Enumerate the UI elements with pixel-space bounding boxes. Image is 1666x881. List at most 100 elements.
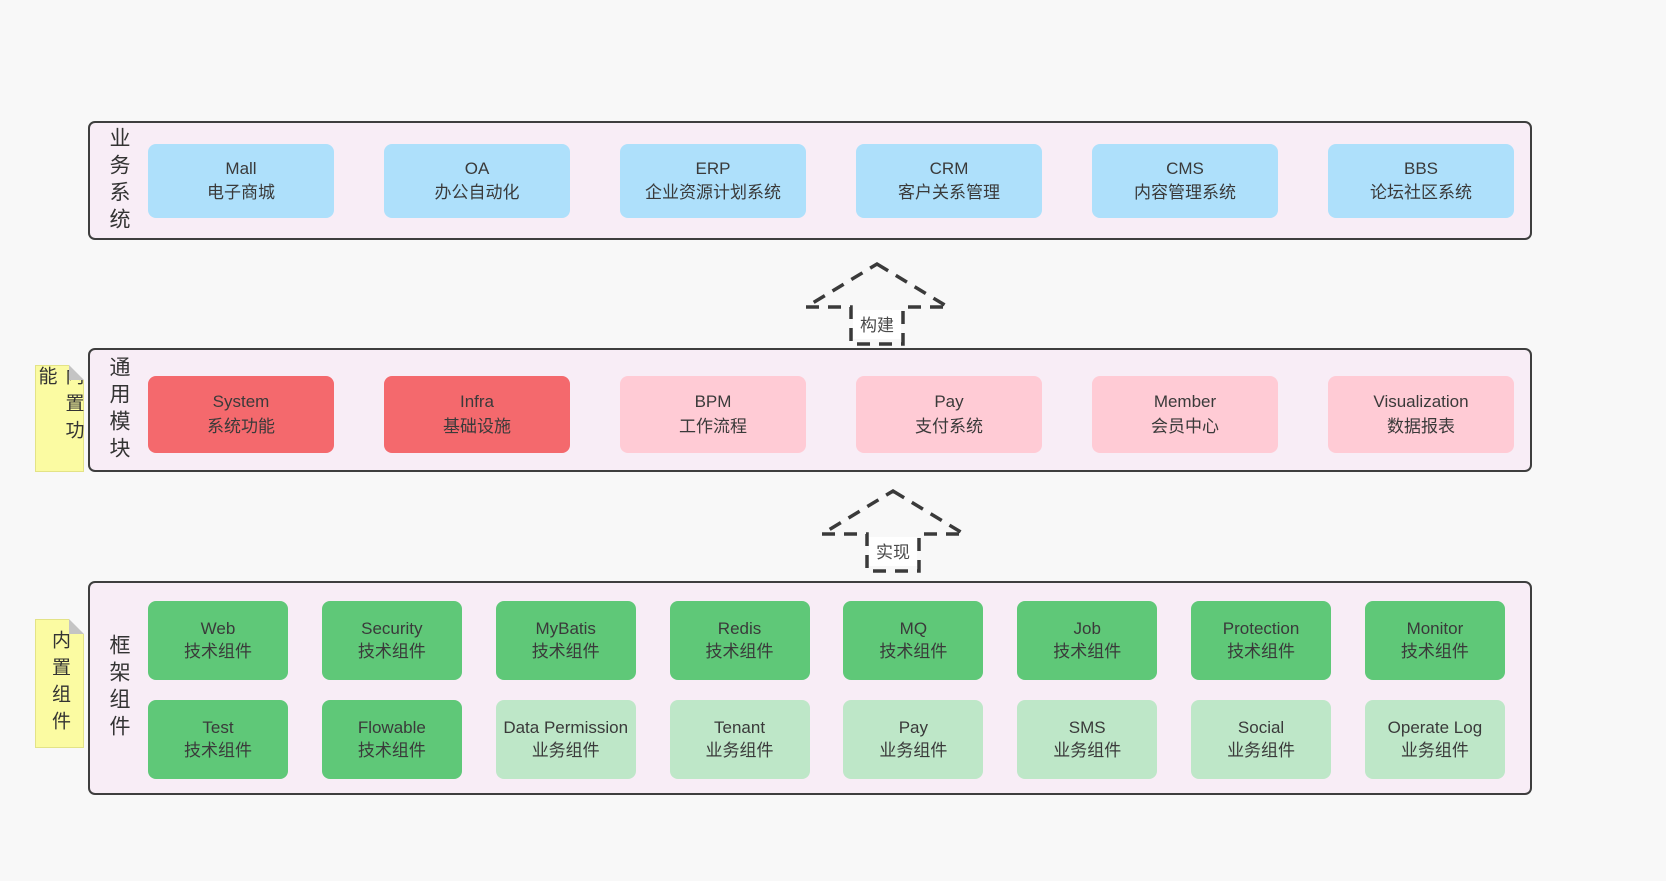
sticky-note-builtin-components: 内置组件 bbox=[35, 619, 84, 748]
node-system: System 系统功能 bbox=[148, 376, 334, 453]
node-test-desc: 技术组件 bbox=[184, 740, 252, 760]
node-redis-desc: 技术组件 bbox=[705, 641, 774, 661]
node-crm-desc: 客户关系管理 bbox=[898, 183, 1000, 202]
node-job-desc: 技术组件 bbox=[1053, 641, 1122, 661]
layer-business-label: 业务系统 bbox=[98, 123, 138, 238]
layer-business-label-text: 业务系统 bbox=[107, 126, 130, 235]
node-visualization-name: Visualization bbox=[1373, 392, 1469, 412]
node-bpm-name: BPM bbox=[694, 392, 732, 412]
node-crm-name: CRM bbox=[929, 158, 969, 178]
node-social: Social 业务组件 bbox=[1191, 700, 1332, 779]
node-flowable-name: Flowable bbox=[357, 718, 426, 738]
node-bpm: BPM 工作流程 bbox=[620, 376, 806, 453]
node-social-name: Social bbox=[1237, 718, 1285, 738]
node-bbs-desc: 论坛社区系统 bbox=[1370, 183, 1472, 202]
node-bbs: BBS 论坛社区系统 bbox=[1328, 144, 1514, 218]
implement-arrow-icon: 实现 bbox=[815, 488, 971, 573]
modules-box-row: System 系统功能 Infra 基础设施 BPM 工作流程 Pay 支付系统… bbox=[148, 376, 1514, 453]
node-system-name: System bbox=[212, 392, 270, 412]
implement-arrow-label: 实现 bbox=[876, 543, 910, 562]
node-oa-name: OA bbox=[464, 158, 490, 178]
implement-arrow-shape bbox=[815, 488, 971, 573]
node-pay-module-name: Pay bbox=[934, 392, 964, 412]
node-infra-name: Infra bbox=[459, 392, 495, 412]
node-redis: Redis 技术组件 bbox=[669, 601, 810, 680]
node-bbs-name: BBS bbox=[1403, 158, 1439, 178]
node-security-name: Security bbox=[361, 619, 423, 639]
layer-common-modules: 通用模块 System 系统功能 Infra 基础设施 BPM 工作流程 Pay… bbox=[88, 348, 1532, 472]
node-erp-desc: 企业资源计划系统 bbox=[645, 183, 781, 202]
node-oa: OA 办公自动化 bbox=[384, 144, 570, 218]
layer-modules-label: 通用模块 bbox=[98, 350, 138, 470]
node-oa-desc: 办公自动化 bbox=[434, 183, 520, 202]
node-job: Job 技术组件 bbox=[1017, 601, 1158, 680]
node-cms-desc: 内容管理系统 bbox=[1134, 183, 1236, 202]
layer-modules-label-text: 通用模块 bbox=[107, 356, 130, 464]
build-arrow-icon: 构建 bbox=[799, 261, 955, 346]
build-arrow-shape bbox=[799, 261, 955, 346]
node-crm: CRM 客户关系管理 bbox=[856, 144, 1042, 218]
node-member-name: Member bbox=[1153, 392, 1217, 412]
sticky-note-builtin-features: 内置功能 bbox=[35, 365, 84, 472]
sticky-note-builtin-components-text: 内置组件 bbox=[49, 629, 70, 738]
node-security: Security 技术组件 bbox=[321, 601, 462, 680]
build-arrow-label: 构建 bbox=[860, 316, 894, 335]
node-data-permission-name: Data Permission bbox=[503, 718, 629, 738]
node-pay-module-desc: 支付系统 bbox=[915, 416, 983, 436]
node-mq-desc: 技术组件 bbox=[879, 641, 948, 661]
node-sms-desc: 业务组件 bbox=[1053, 740, 1122, 760]
node-job-name: Job bbox=[1073, 619, 1101, 639]
build-arrow-label-bg bbox=[853, 310, 901, 339]
implement-arrow-label-bg bbox=[869, 537, 917, 566]
node-mall-name: Mall bbox=[225, 158, 257, 178]
node-infra: Infra 基础设施 bbox=[384, 376, 570, 453]
node-data-permission: Data Permission 业务组件 bbox=[495, 700, 636, 779]
node-web-desc: 技术组件 bbox=[184, 641, 252, 661]
node-tenant: Tenant 业务组件 bbox=[669, 700, 810, 779]
node-member-desc: 会员中心 bbox=[1151, 416, 1219, 436]
node-redis-name: Redis bbox=[717, 619, 762, 639]
node-pay-component-desc: 业务组件 bbox=[879, 740, 948, 760]
node-system-desc: 系统功能 bbox=[207, 416, 275, 436]
node-mybatis: MyBatis 技术组件 bbox=[495, 601, 636, 680]
node-pay-module: Pay 支付系统 bbox=[856, 376, 1042, 453]
node-monitor: Monitor 技术组件 bbox=[1364, 601, 1505, 680]
node-monitor-name: Monitor bbox=[1406, 619, 1464, 639]
node-mybatis-desc: 技术组件 bbox=[531, 641, 600, 661]
node-operate-log: Operate Log 业务组件 bbox=[1364, 700, 1505, 779]
node-mq-name: MQ bbox=[899, 619, 928, 639]
layer-components-label: 框架组件 bbox=[98, 583, 138, 793]
node-visualization-desc: 数据报表 bbox=[1387, 416, 1455, 436]
node-erp-name: ERP bbox=[695, 158, 731, 178]
node-sms: SMS 业务组件 bbox=[1017, 700, 1158, 779]
node-protection-name: Protection bbox=[1222, 619, 1300, 639]
node-flowable-desc: 技术组件 bbox=[357, 740, 426, 760]
components-box-row-2: Test 技术组件 Flowable 技术组件 Data Permission … bbox=[148, 700, 1505, 779]
business-box-row: Mall 电子商城 OA 办公自动化 ERP 企业资源计划系统 CRM 客户关系… bbox=[148, 144, 1514, 218]
node-operate-log-desc: 业务组件 bbox=[1400, 740, 1469, 760]
node-tenant-desc: 业务组件 bbox=[705, 740, 774, 760]
sticky-note-builtin-features-text: 内置功能 bbox=[35, 366, 84, 447]
node-operate-log-name: Operate Log bbox=[1387, 718, 1483, 738]
node-data-permission-desc: 业务组件 bbox=[531, 740, 600, 760]
node-cms-name: CMS bbox=[1166, 158, 1204, 178]
node-bpm-desc: 工作流程 bbox=[679, 416, 747, 436]
node-test-name: Test bbox=[202, 718, 234, 738]
node-web-name: Web bbox=[200, 619, 236, 639]
node-pay-component-name: Pay bbox=[898, 718, 929, 738]
layer-business-systems: 业务系统 Mall 电子商城 OA 办公自动化 ERP 企业资源计划系统 CRM… bbox=[88, 121, 1532, 240]
node-member: Member 会员中心 bbox=[1092, 376, 1278, 453]
node-mall: Mall 电子商城 bbox=[148, 144, 334, 218]
node-mall-desc: 电子商城 bbox=[207, 183, 275, 202]
node-infra-desc: 基础设施 bbox=[443, 416, 511, 436]
node-cms: CMS 内容管理系统 bbox=[1092, 144, 1278, 218]
node-flowable: Flowable 技术组件 bbox=[321, 700, 462, 779]
node-protection: Protection 技术组件 bbox=[1191, 601, 1332, 680]
node-security-desc: 技术组件 bbox=[357, 641, 426, 661]
node-erp: ERP 企业资源计划系统 bbox=[620, 144, 806, 218]
node-test: Test 技术组件 bbox=[148, 700, 288, 779]
node-visualization: Visualization 数据报表 bbox=[1328, 376, 1514, 453]
node-monitor-desc: 技术组件 bbox=[1400, 641, 1469, 661]
node-tenant-name: Tenant bbox=[714, 718, 766, 738]
node-social-desc: 业务组件 bbox=[1227, 740, 1296, 760]
